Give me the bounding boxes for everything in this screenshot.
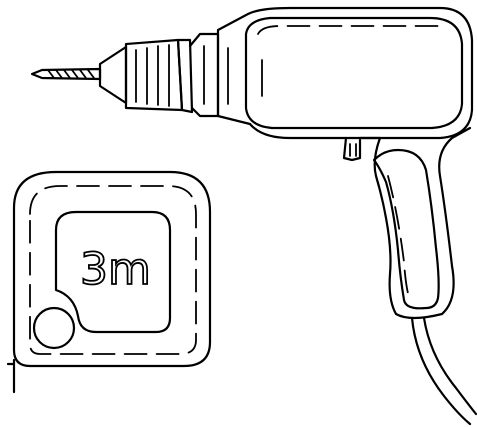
- tape-label-panel: [54, 210, 172, 334]
- power-drill-icon: [30, 6, 477, 426]
- tape-lock-button: [32, 306, 76, 350]
- drill-bit: [30, 67, 102, 81]
- tape-case: [12, 170, 212, 368]
- tape-hook: [6, 358, 16, 394]
- drill-collar: [188, 32, 220, 118]
- drill-handle: [358, 126, 472, 320]
- tape-length-label: 3m: [80, 244, 151, 295]
- drill-chuck: [98, 38, 194, 114]
- drill-cord: [410, 316, 477, 426]
- drill-trigger: [342, 136, 362, 162]
- drill-body: [216, 6, 474, 140]
- tape-case-inner: [29, 185, 197, 355]
- tape-measure-icon: 3m: [6, 170, 212, 394]
